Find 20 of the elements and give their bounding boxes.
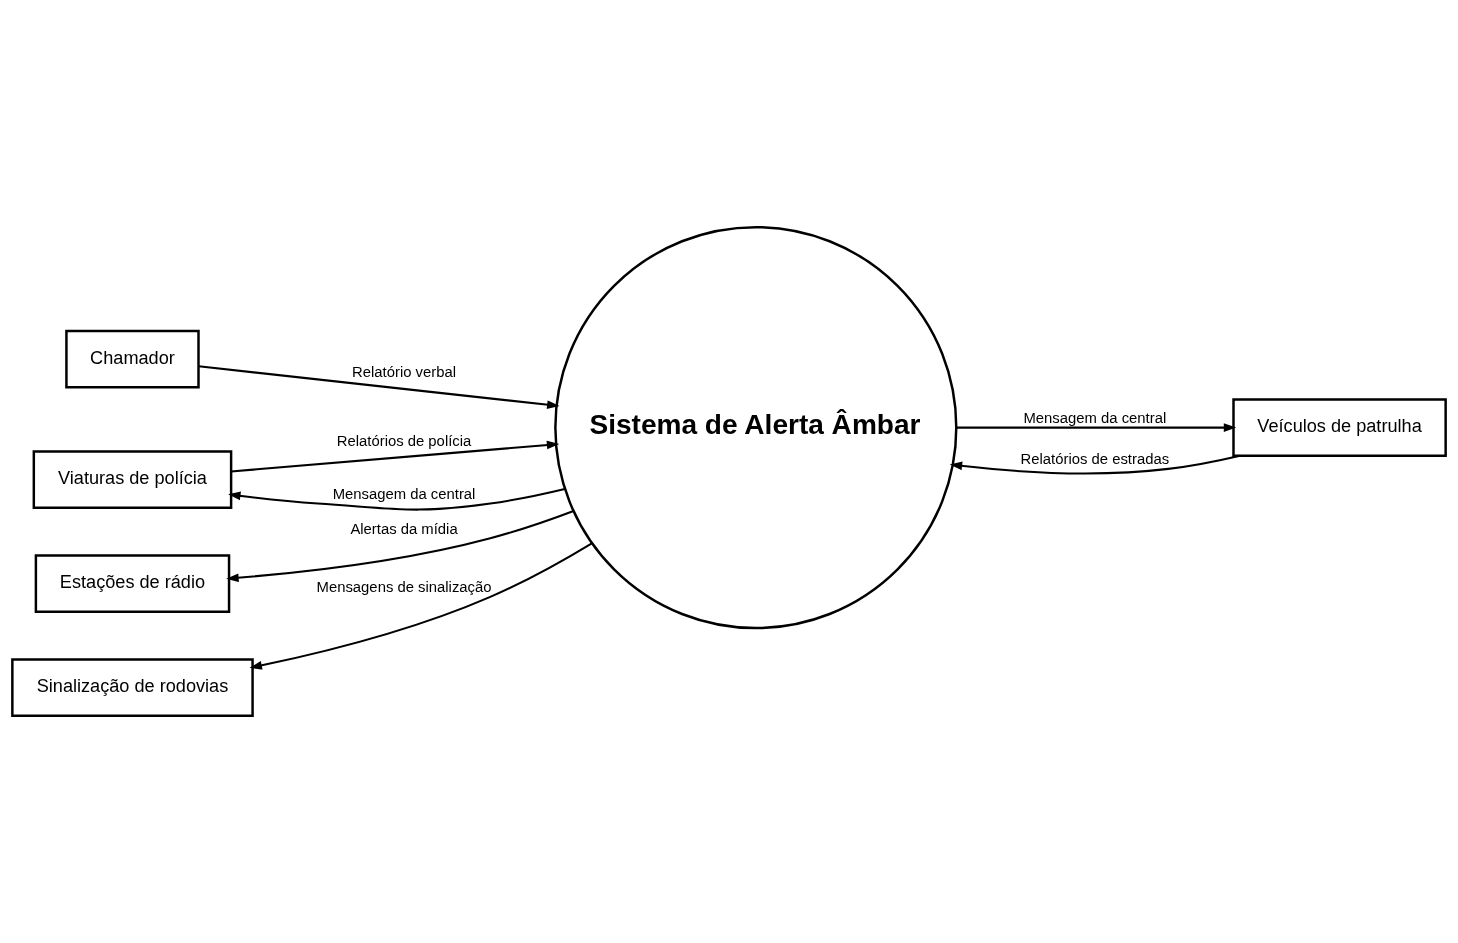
edge-label: Relatórios de estradas [1020, 451, 1170, 468]
node-box: Sinalização de rodovias [11, 658, 254, 717]
node-box: Estações de rádio [34, 554, 231, 613]
arrow [231, 440, 560, 473]
arrow [226, 509, 574, 583]
node-box: Veículos de patrulha [1232, 398, 1447, 457]
node-box: Viaturas de polícia [32, 450, 233, 509]
edge-label: Alertas da mídia [350, 520, 458, 537]
edge-label: Mensagens de sinalização [316, 579, 492, 596]
edge-label: Mensagem da central [1023, 409, 1167, 426]
arrow [249, 542, 593, 670]
edge-label: Mensagem da central [332, 485, 476, 502]
edge-label: Relatório verbal [352, 363, 457, 380]
arrow [949, 454, 1241, 475]
arrow [956, 423, 1237, 432]
node-circle: Sistema de Alerta Âmbar [554, 225, 958, 630]
node-box: Chamador [65, 329, 200, 389]
edge-label: Relatórios de polícia [336, 433, 472, 450]
arrow [198, 365, 560, 410]
arrow [228, 488, 566, 511]
